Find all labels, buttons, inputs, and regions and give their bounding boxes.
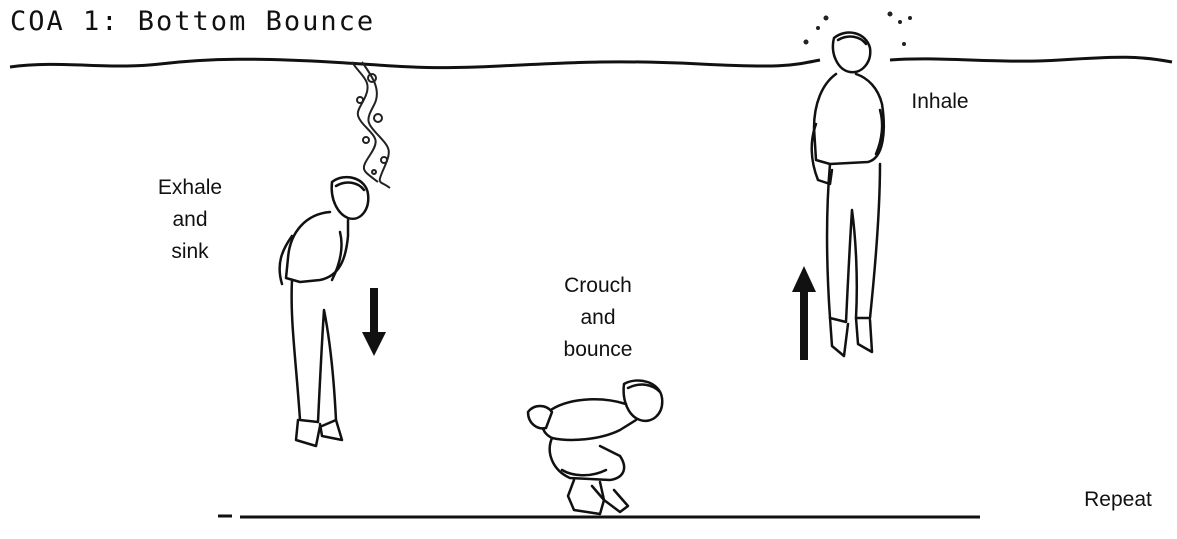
label-line: and <box>172 208 208 231</box>
down-arrow-icon <box>362 288 386 356</box>
label-line: Exhale <box>157 176 223 199</box>
label-line: Crouch <box>564 274 632 297</box>
sinking-swimmer-figure <box>278 175 370 448</box>
label-line: and <box>580 306 616 329</box>
crouching-swimmer-figure <box>526 379 664 516</box>
label-line: Repeat <box>1084 488 1152 511</box>
label-line: sink <box>171 240 209 263</box>
surface-splash <box>803 11 912 46</box>
up-arrow-icon <box>792 266 816 360</box>
label-repeat: Repeat <box>1070 484 1166 516</box>
label-crouch-and-bounce: Crouch and bounce <box>550 270 646 366</box>
water-surface-line <box>9 55 1173 70</box>
pool-bottom-line <box>218 514 980 519</box>
label-line: Inhale <box>911 90 969 113</box>
label-inhale: Inhale <box>900 86 980 118</box>
surfacing-swimmer-figure <box>810 31 885 358</box>
exhale-bubbles <box>351 61 391 189</box>
label-line: bounce <box>563 338 633 361</box>
label-exhale-and-sink: Exhale and sink <box>150 172 230 268</box>
diagram-title: COA 1: Bottom Bounce <box>10 6 376 37</box>
